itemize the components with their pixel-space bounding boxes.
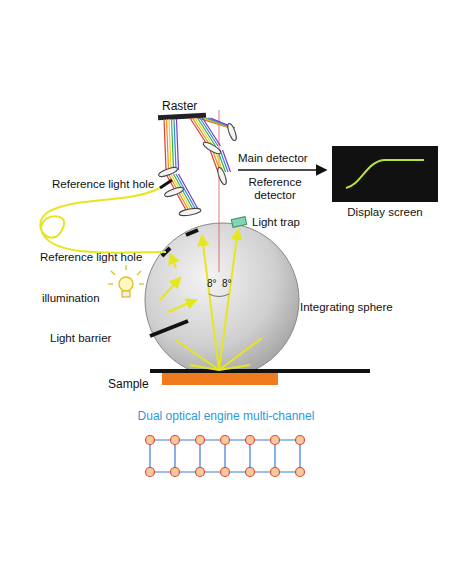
display-screen: Display screen xyxy=(332,146,438,218)
part-label: Raster xyxy=(162,100,197,114)
light-rays xyxy=(160,230,262,370)
part-label: Reference light hole xyxy=(40,251,142,264)
angle-label: 8° xyxy=(207,278,217,290)
part-label: Reference detector xyxy=(244,176,306,202)
screen-curve xyxy=(332,146,438,202)
integrating-sphere xyxy=(145,223,299,377)
multi-channel-chain xyxy=(146,436,305,477)
sample xyxy=(162,373,278,385)
node-heading: Display screen xyxy=(332,206,438,218)
lenses xyxy=(158,123,238,217)
light-trap xyxy=(231,217,246,228)
caption-label: Dual optical engine multi-channel xyxy=(0,410,452,424)
part-label: Integrating sphere xyxy=(300,301,393,314)
part-label: Light barrier xyxy=(50,332,111,345)
part-label: Light trap xyxy=(252,216,300,229)
part-label: Main detector xyxy=(238,152,308,165)
optical-fiber xyxy=(40,188,166,253)
measure-port xyxy=(186,230,198,235)
light-bulb xyxy=(108,265,144,297)
normal-line xyxy=(219,110,220,272)
screen-panel xyxy=(332,146,438,202)
part-label: illumination xyxy=(42,292,100,305)
signal-arrow xyxy=(238,169,326,171)
angle-label: 8° xyxy=(222,278,232,290)
part-label: Reference light hole xyxy=(52,178,154,191)
sample-stage xyxy=(150,369,370,373)
spectral-rays xyxy=(164,118,235,210)
part-label: Sample xyxy=(108,378,149,392)
angle-arc xyxy=(209,294,229,297)
light-barrier xyxy=(150,321,188,336)
reference-port-upper xyxy=(160,180,172,188)
